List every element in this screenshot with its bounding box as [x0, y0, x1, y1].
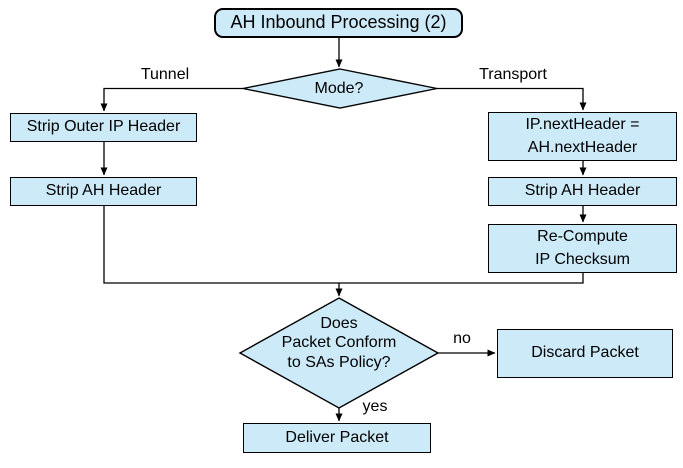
- edge-tunnel-branch: [100, 89, 243, 112]
- strip-ah-header-left-node: Strip AH Header: [10, 177, 197, 206]
- ip-next-header-node: IP.nextHeader = AH.nextHeader: [488, 112, 677, 161]
- no-edge-label: no: [453, 330, 471, 347]
- mode-decision-label: Mode?: [314, 79, 364, 97]
- strip-outer-ip-header-node: Strip Outer IP Header: [10, 113, 197, 142]
- discard-packet-node: Discard Packet: [497, 329, 673, 378]
- policy-decision-label: Does Packet Conform to SAs Policy?: [281, 314, 397, 371]
- deliver-packet-node: Deliver Packet: [243, 423, 431, 453]
- edge-merge-line: [104, 206, 583, 283]
- edge-transport-branch: [437, 89, 587, 111]
- recompute-checksum-node: Re-Compute IP Checksum: [488, 224, 677, 273]
- tunnel-edge-label: Tunnel: [140, 66, 190, 83]
- transport-edge-label: Transport: [479, 66, 547, 83]
- strip-ah-header-right-node: Strip AH Header: [488, 177, 677, 206]
- yes-edge-label: yes: [362, 398, 388, 415]
- start-node: AH Inbound Processing (2): [214, 8, 463, 38]
- mode-decision-diamond: [243, 69, 437, 108]
